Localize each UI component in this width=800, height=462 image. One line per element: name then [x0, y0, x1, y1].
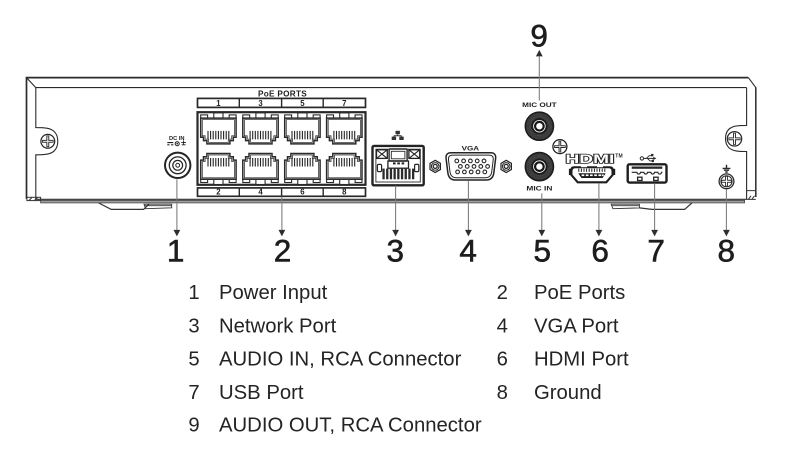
svg-text:7: 7 [342, 99, 346, 108]
svg-text:6: 6 [591, 233, 609, 269]
svg-text:AUDIO IN, RCA Connector: AUDIO IN, RCA Connector [219, 349, 462, 371]
svg-text:Network Port: Network Port [219, 315, 337, 337]
svg-text:9: 9 [530, 18, 548, 54]
svg-text:4: 4 [497, 315, 508, 337]
svg-text:HDMI: HDMI [566, 152, 615, 166]
svg-text:PoE PORTS: PoE PORTS [258, 89, 307, 98]
svg-text:9: 9 [188, 414, 199, 436]
svg-text:3: 3 [188, 315, 199, 337]
svg-text:7: 7 [647, 233, 665, 269]
svg-text:TM: TM [615, 154, 623, 160]
svg-text:AUDIO OUT, RCA Connector: AUDIO OUT, RCA Connector [219, 414, 482, 436]
svg-text:HDMI: HDMI [566, 152, 615, 166]
svg-text:VGA: VGA [462, 145, 480, 152]
svg-text:PoE Ports: PoE Ports [534, 282, 625, 304]
svg-text:3: 3 [258, 99, 263, 108]
svg-text:Ground: Ground [534, 382, 602, 404]
svg-text:1: 1 [216, 99, 221, 108]
svg-text:5: 5 [300, 99, 305, 108]
svg-text:3: 3 [387, 233, 405, 269]
svg-text:1: 1 [188, 282, 199, 304]
svg-text:4: 4 [258, 188, 263, 197]
svg-text:5: 5 [188, 349, 199, 371]
svg-text:MIC OUT: MIC OUT [522, 102, 557, 109]
svg-text:8: 8 [342, 188, 347, 197]
svg-text:8: 8 [718, 233, 736, 269]
svg-text:5: 5 [534, 233, 552, 269]
svg-text:VGA Port: VGA Port [534, 315, 619, 337]
svg-text:2: 2 [274, 233, 292, 269]
svg-text:2: 2 [497, 282, 508, 304]
svg-text:1: 1 [167, 233, 185, 269]
svg-text:HDMI Port: HDMI Port [534, 349, 629, 371]
svg-text:6: 6 [497, 349, 508, 371]
svg-text:7: 7 [188, 382, 199, 404]
svg-text:6: 6 [300, 188, 305, 197]
svg-text:USB Port: USB Port [219, 382, 304, 404]
svg-text:2: 2 [216, 188, 221, 197]
svg-text:8: 8 [497, 382, 508, 404]
svg-text:DC IN: DC IN [169, 136, 185, 142]
svg-text:4: 4 [459, 233, 477, 269]
svg-text:MIC IN: MIC IN [526, 186, 553, 193]
svg-text:Power Input: Power Input [219, 282, 328, 304]
